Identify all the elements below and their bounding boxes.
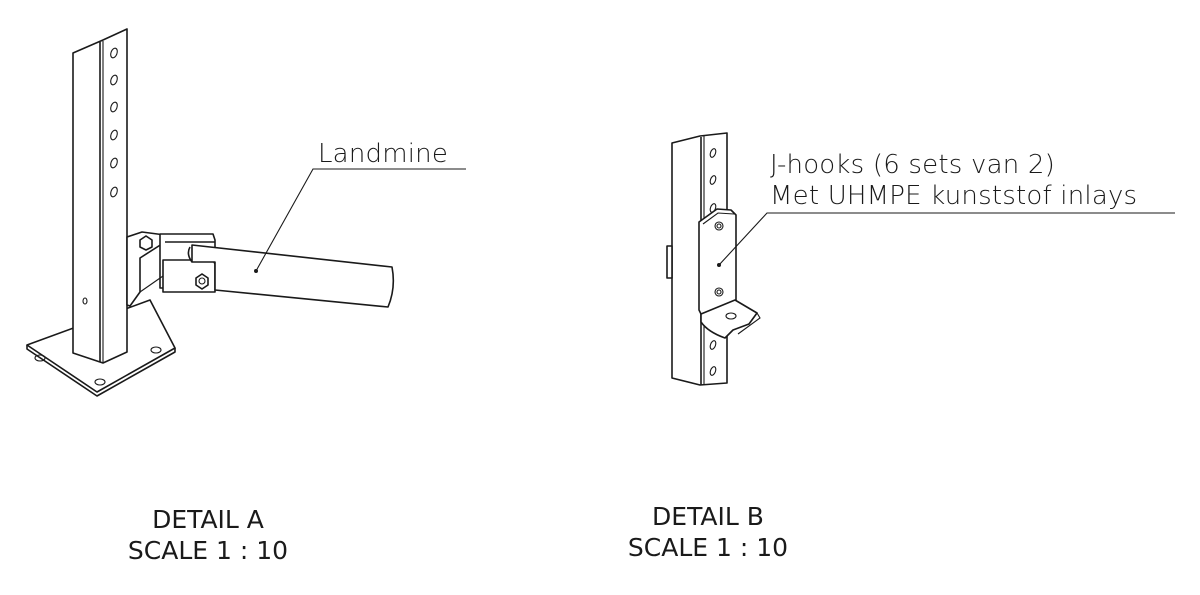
bolt-head-icon bbox=[139, 235, 153, 251]
j-hooks-callout-line1: J-hooks (6 sets van 2) bbox=[770, 150, 1055, 180]
landmine-leader bbox=[254, 168, 466, 273]
j-hook bbox=[698, 208, 761, 339]
landmine-bracket bbox=[126, 231, 216, 307]
detail-b-scale: SCALE 1 : 10 bbox=[627, 533, 789, 562]
landmine-callout: Landmine bbox=[318, 139, 449, 169]
detail-b-title: DETAIL B bbox=[652, 502, 764, 531]
upright-post bbox=[72, 28, 128, 364]
nut-icon bbox=[195, 273, 209, 290]
j-hook-leader bbox=[717, 212, 1175, 267]
landmine-tube bbox=[187, 244, 395, 308]
detail-b-drawing bbox=[666, 132, 1175, 386]
j-hooks-callout-line2: Met UHMPE kunststof inlays bbox=[770, 181, 1138, 211]
post-holes bbox=[110, 47, 118, 198]
detail-a-scale: SCALE 1 : 10 bbox=[127, 536, 289, 565]
detail-a-title: DETAIL A bbox=[152, 505, 264, 534]
detail-a-drawing bbox=[26, 28, 466, 397]
